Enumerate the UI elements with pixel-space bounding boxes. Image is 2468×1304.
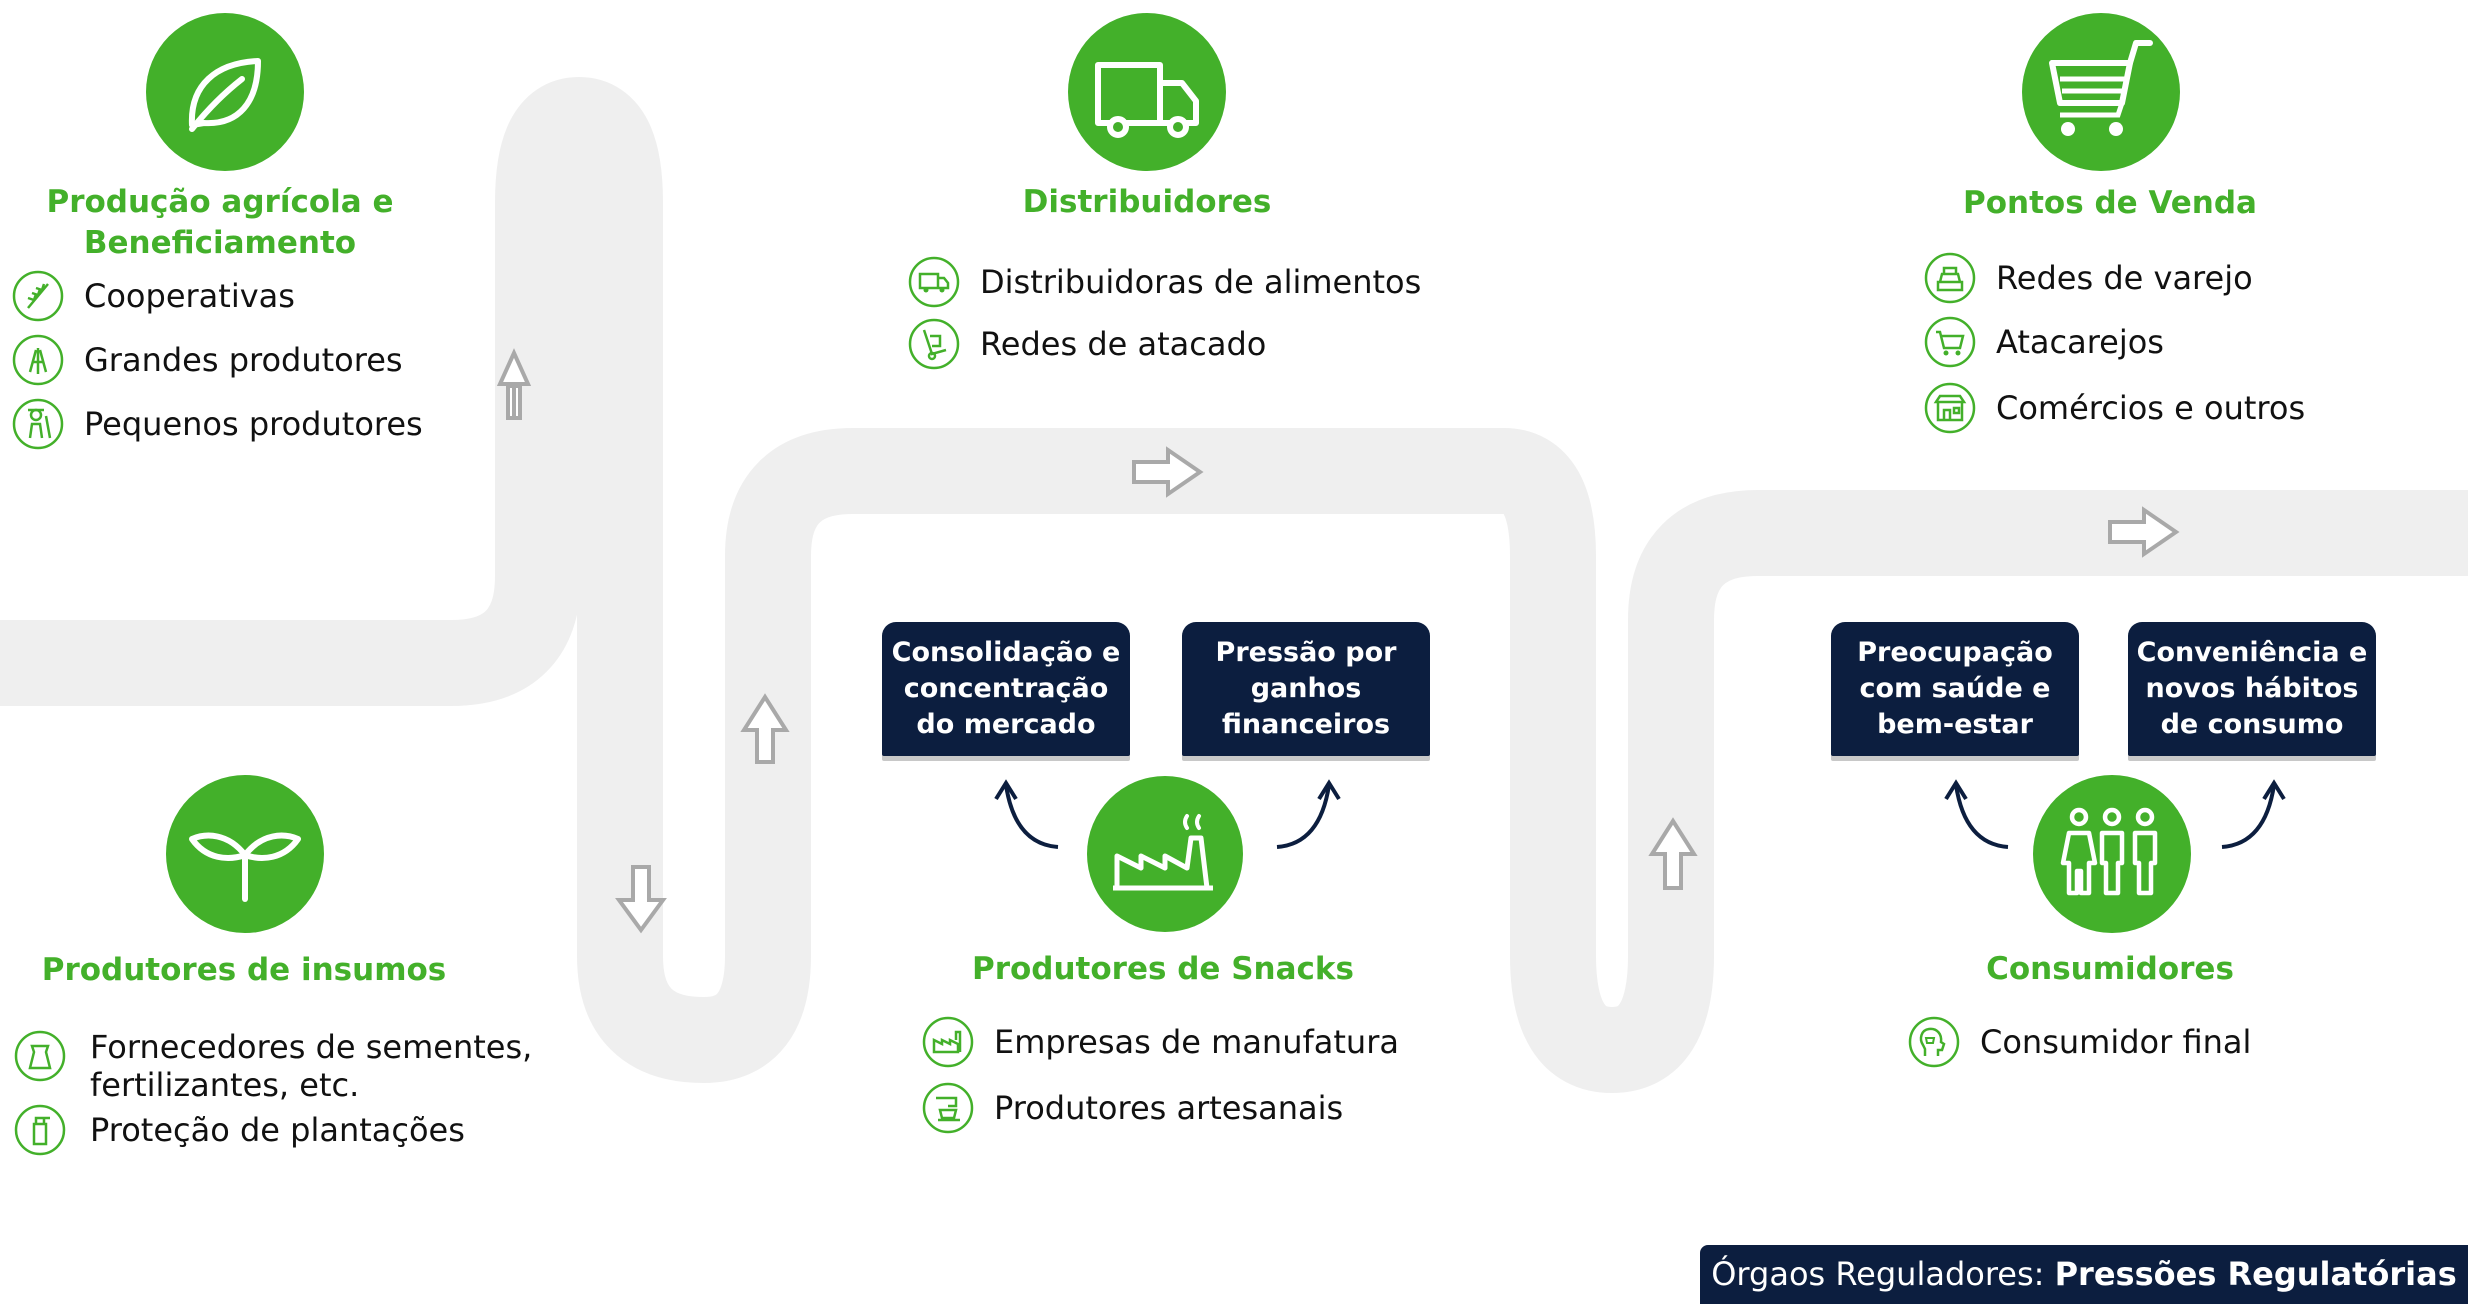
cash-register-icon — [1924, 252, 1976, 304]
arrow-up-2 — [740, 693, 790, 764]
head-cart-icon — [1908, 1016, 1960, 1068]
stage-title-agricola: Produção agrícola e Beneficiamento — [46, 184, 394, 261]
pressure-box-saude: Preocupação com saúde e bem-estar — [1831, 622, 2079, 756]
curved-arrow-right — [2221, 779, 2286, 849]
item-label: Atacarejos — [1996, 323, 2164, 361]
footer-emphasis: Pressões Regulatórias — [2054, 1255, 2457, 1293]
list-item: Grandes produtores — [12, 334, 403, 386]
list-item: Redes de varejo — [1924, 252, 2253, 304]
store-icon — [1924, 382, 1976, 434]
curved-arrow-right — [1276, 779, 1341, 849]
truck-icon — [1068, 13, 1226, 171]
list-item: Produtores artesanais — [922, 1082, 1343, 1134]
item-label-line2: fertilizantes, etc. — [90, 1066, 360, 1104]
item-label: Empresas de manufatura — [994, 1023, 1399, 1061]
item-label: Redes de varejo — [1996, 259, 2253, 297]
list-item: Consumidor final — [1908, 1016, 2251, 1068]
list-item: Distribuidoras de alimentos — [908, 256, 1421, 308]
arrow-up-1 — [496, 348, 532, 420]
factory-icon — [922, 1016, 974, 1068]
item-label: Consumidor final — [1980, 1023, 2252, 1061]
seed-bag-icon — [14, 1030, 66, 1082]
shopping-cart-icon — [2022, 13, 2180, 171]
list-item: Comércios e outros — [1924, 382, 2305, 434]
list-item: Proteção de plantações — [14, 1104, 465, 1156]
list-item: Pequenos produtores — [12, 398, 423, 450]
stage-title-pontos: Pontos de Venda — [1963, 185, 2257, 221]
leaf-icon — [146, 13, 304, 171]
list-item: Redes de atacado — [908, 318, 1266, 370]
item-label: Redes de atacado — [980, 325, 1267, 363]
item-label: Grandes produtores — [84, 341, 403, 379]
regulatory-footer: Órgaos Reguladores: Pressões Regulatória… — [1700, 1245, 2468, 1304]
list-item: Fornecedores de sementes, fertilizantes,… — [14, 1028, 532, 1104]
mixer-icon — [922, 1082, 974, 1134]
item-label: Produtores artesanais — [994, 1089, 1344, 1127]
sprout-icon — [166, 775, 324, 933]
item-label: Comércios e outros — [1996, 389, 2306, 427]
footer-prefix: Órgaos Reguladores: — [1711, 1255, 2055, 1293]
stage-title-snacks: Produtores de Snacks — [971, 951, 1354, 987]
item-label: Distribuidoras de alimentos — [980, 263, 1422, 301]
item-label: Pequenos produtores — [84, 405, 423, 443]
truck-icon — [908, 256, 960, 308]
curved-arrow-left — [994, 779, 1059, 849]
pressure-box-pressao: Pressão por ganhos financeiros — [1182, 622, 1430, 756]
list-item: Empresas de manufatura — [922, 1016, 1399, 1068]
people-icon — [2033, 775, 2191, 933]
curved-arrow-left — [1944, 779, 2009, 849]
factory-icon — [1087, 776, 1243, 932]
item-label: Cooperativas — [84, 277, 295, 315]
pressure-box-consolidacao: Consolidação e concentração do mercado — [882, 622, 1130, 756]
stage-title-consumidores: Consumidores — [1986, 951, 2234, 987]
stage-title-distribuidores: Distribuidores — [1022, 184, 1272, 220]
spray-bottle-icon — [14, 1104, 66, 1156]
wheat-icon — [12, 270, 64, 322]
arrow-right-1 — [1132, 446, 1204, 498]
wheat-bundle-icon — [12, 334, 64, 386]
arrow-up-3 — [1648, 817, 1698, 890]
stage-title-insumos: Produtores de insumos — [41, 952, 447, 988]
arrow-down-1 — [615, 865, 667, 934]
farmer-icon — [12, 398, 64, 450]
list-item: Cooperativas — [12, 270, 295, 322]
item-label: Proteção de plantações — [90, 1111, 465, 1149]
item-label: Fornecedores de sementes, — [90, 1028, 533, 1066]
arrow-right-2 — [2108, 506, 2180, 558]
list-item: Atacarejos — [1924, 316, 2164, 368]
pressure-box-conveniencia: Conveniência e novos hábitos de consumo — [2128, 622, 2376, 756]
cart-icon — [1924, 316, 1976, 368]
hand-truck-icon — [908, 318, 960, 370]
